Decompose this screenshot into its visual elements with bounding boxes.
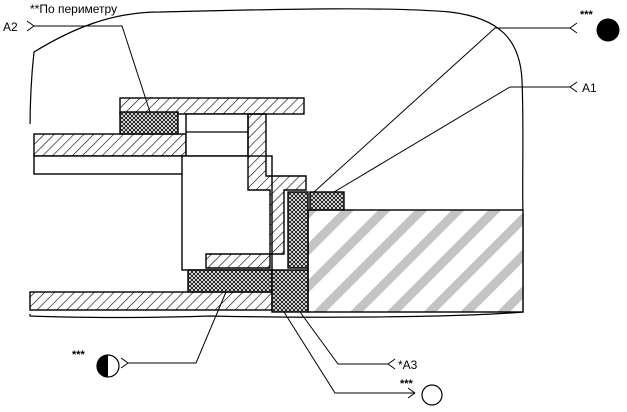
z-bracket: [205, 113, 307, 269]
label-a2: A2: [3, 20, 18, 34]
label-a3: *A3: [398, 358, 418, 372]
open-circle-icon: [421, 384, 443, 406]
label-a1: A1: [582, 81, 597, 95]
leader-open-circle: [283, 311, 415, 394]
label-a2-note: **По периметру: [30, 2, 117, 16]
leader-top-right: [313, 27, 570, 193]
weld-a2: [119, 111, 179, 135]
weld-lower: [187, 269, 273, 293]
leader-a1-tail: [569, 81, 578, 93]
leader-top-right-tail: [569, 22, 578, 34]
lower-tube-wall: [29, 291, 273, 311]
label-stars-top-right: ***: [580, 9, 594, 21]
leader-open-circle-tail: [407, 387, 416, 399]
leader-half-circle: [128, 291, 227, 364]
upper-tube-wall: [33, 133, 187, 157]
label-stars-half: ***: [72, 349, 86, 361]
tube-body: [33, 155, 187, 175]
weld-corner: [271, 269, 309, 313]
leader-half-circle-tail: [120, 357, 129, 369]
leader-a2: [34, 25, 151, 113]
label-stars-open: ***: [400, 378, 414, 390]
inner-connector: [185, 113, 249, 157]
detail-outline: [29, 8, 524, 319]
filled-circle-icon: [596, 18, 620, 42]
leader-a3: [299, 311, 388, 365]
leader-a1: [333, 86, 570, 193]
leader-a3-tail: [387, 358, 396, 370]
leader-a2-tail: [26, 20, 35, 32]
weld-a1: [309, 191, 345, 211]
base-block: [307, 209, 524, 313]
half-filled-circle-icon: [96, 354, 120, 378]
weld-vertical: [287, 191, 309, 269]
